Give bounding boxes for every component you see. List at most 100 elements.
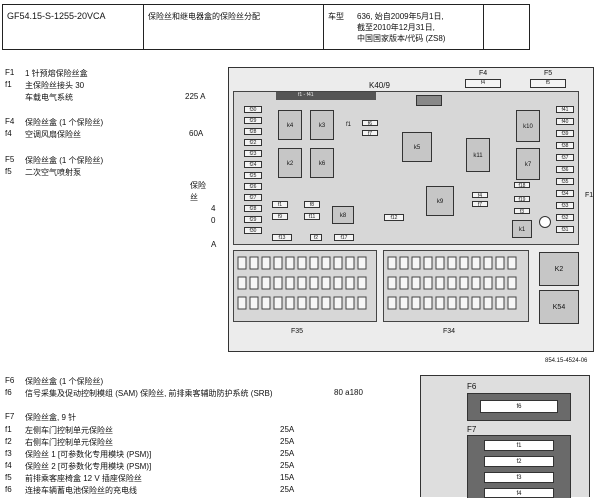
- value-4: 4: [211, 204, 216, 213]
- fuse-f4b: f4: [472, 192, 488, 199]
- F4-title: 保险丝盒 (1 个保险丝): [25, 118, 104, 127]
- inset-f6-fuse: f6: [480, 400, 558, 413]
- left-fuse: f23: [244, 150, 262, 157]
- left-fuse: f22: [244, 139, 262, 146]
- f6-title: 信号采集及促动控制模组 (SAM) 保险丝, 前排乘客辅助防护系统 (SRB): [25, 389, 273, 398]
- fuse-f13: f13: [272, 234, 292, 241]
- header-table: GF54.15-S-1255-20VCA 保险丝和继电器盒的保险丝分配 车型 6…: [2, 4, 530, 50]
- inset-F7-label: F7: [467, 425, 477, 434]
- inset-f2-fuse: f2: [484, 456, 554, 467]
- row-value: 25A: [280, 461, 295, 470]
- value-A: A: [211, 240, 217, 249]
- fuse-f18: f18: [514, 182, 530, 189]
- model-line-1: 636, 始自2009年5月1日,: [357, 12, 444, 21]
- left-fuse: f30: [244, 227, 262, 234]
- F6-title: 保险丝盒 (1 个保险丝): [25, 377, 104, 386]
- main-housing: f1 - f41 f30 f29 f28 f22 f23 f24 f25 f26…: [233, 91, 579, 245]
- model-line-3: 中国国家版本/代码 (ZS8): [357, 34, 446, 43]
- F34-block: [383, 250, 529, 322]
- model-line-2: 截至2010年12月31日,: [357, 23, 435, 32]
- right-fuse: f32: [556, 214, 574, 221]
- value-0: 0: [211, 216, 216, 225]
- left-fuse: f29: [244, 117, 262, 124]
- F35-slot-grid: [237, 256, 367, 310]
- right-fuse: f40: [556, 118, 574, 125]
- relay-k7: k7: [516, 148, 540, 180]
- row-value: 25A: [280, 437, 295, 446]
- F34-label: F34: [443, 328, 456, 335]
- row-title: 保险丝 2 [可参数化专用模块 (PSM)]: [25, 462, 152, 471]
- fuse-f9: f9: [272, 213, 288, 220]
- left-fuse: f27: [244, 194, 262, 201]
- fuse-f1: f1: [272, 201, 288, 208]
- fuse-f11: f11: [304, 213, 320, 220]
- relay-k2: k2: [278, 148, 302, 178]
- fuse-f3: f3: [514, 208, 530, 215]
- left-fuse: f24: [244, 161, 262, 168]
- left-fuse: f29: [244, 216, 262, 223]
- row-title: 保险丝 1 [可参数化专用模块 (PSM)]: [25, 450, 152, 459]
- right-fuse: f34: [556, 190, 574, 197]
- inset-F6-label: F6: [467, 382, 477, 391]
- F34-slots-svg: [387, 256, 517, 310]
- row-value: 25A: [280, 425, 295, 434]
- fuse-f6: f6: [362, 120, 378, 127]
- k40-label: K40/9: [369, 81, 390, 90]
- row-code: f5: [5, 473, 12, 482]
- F7-title: 保险丝盒, 9 针: [25, 413, 77, 422]
- relay-k6: k6: [310, 148, 334, 178]
- F1-code: F1: [5, 68, 15, 77]
- F4-code: F4: [5, 117, 15, 126]
- left-fuse: f26: [244, 183, 262, 190]
- right-fuse: f37: [556, 154, 574, 161]
- small-label-f1: f1: [346, 122, 352, 128]
- relay-k11: k11: [466, 138, 490, 172]
- F35-label: F35: [291, 328, 304, 335]
- left-fuse: f25: [244, 172, 262, 179]
- relay-k4: k4: [278, 110, 302, 140]
- fuse-f8: f8: [304, 201, 320, 208]
- f4-value: 60A: [189, 129, 204, 138]
- f1-title: 主保险丝接头 30: [25, 81, 85, 90]
- row-code: f2: [5, 437, 12, 446]
- screw-icon: [539, 216, 551, 228]
- f4-code: f4: [5, 129, 12, 138]
- fuse-f12: f12: [384, 214, 404, 221]
- F34-slot-grid: [387, 256, 517, 310]
- F6-code: F6: [5, 376, 15, 385]
- fuse-f17: f17: [334, 234, 354, 241]
- f4-fuse: f4: [465, 79, 501, 88]
- row-code: f1: [5, 425, 12, 434]
- figure-ref: 854.15-4524-06: [545, 358, 588, 364]
- F1-side-label: F1: [585, 192, 594, 199]
- F7-code: F7: [5, 412, 15, 421]
- right-fuse: f33: [556, 202, 574, 209]
- relay-k3: k3: [310, 110, 334, 140]
- relay-k8: k8: [332, 206, 354, 224]
- inset-F6-block: f6: [467, 393, 571, 421]
- f6-value: 80 a180: [334, 388, 363, 397]
- right-fuse: f36: [556, 166, 574, 173]
- model-lines: 636, 始自2009年5月1日, 截至2010年12月31日, 中国国家版本/…: [357, 11, 445, 44]
- relay-k10: k10: [516, 110, 540, 142]
- inset-F7-block: f1 f2 f3 f4: [467, 435, 571, 498]
- fuse-box-diagram: K40/9 F4 f4 F5 f5 f1 - f41 f30 f29 f28 f…: [228, 67, 594, 352]
- F5-title: 保险丝盒 (1 个保险丝): [25, 156, 104, 165]
- F4-label: F4: [479, 70, 488, 77]
- row-code: f4: [5, 461, 12, 470]
- f6-code: f6: [5, 388, 12, 397]
- left-fuse: f30: [244, 106, 262, 113]
- relay-k9: k9: [426, 186, 454, 216]
- relay-k1: k1: [512, 220, 532, 238]
- fuse-f7b: f7: [472, 201, 488, 208]
- doc-title: 保险丝和继电器盒的保险丝分配: [144, 5, 324, 49]
- row-value: 25A: [280, 449, 295, 458]
- row-value: 15A: [280, 473, 295, 482]
- f5-fuse: f5: [530, 79, 566, 88]
- f5-title: 二次空气喷射泵: [25, 168, 81, 177]
- F1-title: 1 针预熔保险丝盒: [25, 69, 88, 78]
- left-fuse: f28: [244, 205, 262, 212]
- row-value: 25A: [280, 485, 295, 494]
- connector-label: f1 - f41: [298, 92, 314, 98]
- fuse-f19: f19: [514, 196, 530, 203]
